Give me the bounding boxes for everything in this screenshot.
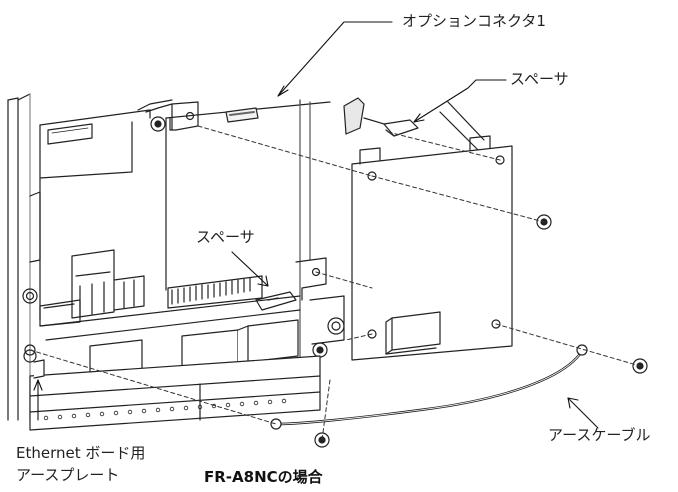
middle-bracket xyxy=(295,257,345,345)
option-connector-label: オプションコネクタ1 xyxy=(402,12,546,30)
spacer-middle-label: スペーサ xyxy=(196,228,255,246)
ethernet-label-line2: アースプレート xyxy=(16,466,120,484)
bottom-terminal-strip xyxy=(29,355,321,431)
top-screw xyxy=(150,116,166,132)
top-clip-bracket xyxy=(137,99,199,131)
alignment-lines xyxy=(29,125,641,441)
ethernet-label-line1: Ethernet ボード用 xyxy=(16,444,146,462)
spacer-top-label: スペーサ xyxy=(510,70,569,88)
option-connector-1 xyxy=(225,107,259,123)
figure-caption: FR-A8NCの場合 xyxy=(204,468,323,486)
pin-header xyxy=(167,275,263,309)
main-pcb xyxy=(39,295,301,379)
spacer-top xyxy=(343,97,419,137)
earth-cable xyxy=(270,344,588,430)
leader-lines xyxy=(33,21,599,429)
ethernet-earth-plate xyxy=(24,344,45,379)
earth-cable-label: アースケーブル xyxy=(548,426,651,444)
terminal-block xyxy=(39,249,145,327)
option-board xyxy=(351,101,513,361)
